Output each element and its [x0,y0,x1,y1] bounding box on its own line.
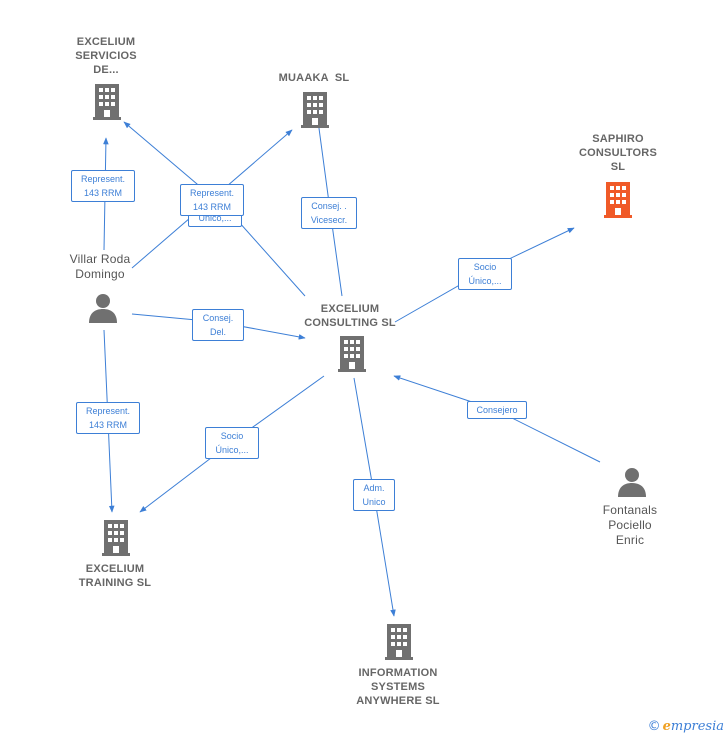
node-label-line: INFORMATION [358,667,438,679]
node-saphiro[interactable]: SAPHIRO CONSULTORS SL [566,132,670,174]
edge-label-line: Consej. [202,313,234,323]
node-label-line: Domingo [75,267,125,281]
building-icon[interactable] [102,520,130,556]
edge-label-line: Vicesecr. [310,215,348,225]
building-icon[interactable] [338,336,366,372]
brand-logo-initial: e [662,719,671,734]
node-label-line: DE... [93,64,119,76]
edge-label-consulting-saphiro[interactable]: Socio Único,... [458,258,512,290]
node-label-line: ANYWHERE SL [356,695,440,707]
person-icon[interactable] [88,293,118,323]
edge-label-villar-consulting[interactable]: Consej. Del. [192,309,244,341]
node-label-line: EXCELIUM [76,36,136,48]
edge-label-line: Socio [220,431,244,441]
node-information-systems[interactable]: INFORMATION SYSTEMS ANYWHERE SL [342,666,454,708]
edge-label-consulting-muaaka[interactable]: Consej. . Vicesecr. [301,197,357,229]
edge-label-line: Socio [473,262,497,272]
node-label-line: TRAINING SL [78,577,152,589]
edge-label-line: Unico [362,497,386,507]
node-excelium-training[interactable]: EXCELIUM TRAINING SL [62,562,168,590]
node-label-line: EXCELIUM [320,303,380,315]
edge-label-line: Represent. [85,406,131,416]
building-icon[interactable] [301,92,329,128]
edge-label-fontanals-consulting[interactable]: Consejero [467,401,527,419]
edge-label-line: Consejero [476,405,518,415]
person-icon[interactable] [617,467,647,497]
edge-label-line: Único,... [468,276,502,286]
edge-fontanals-consulting [393,375,601,463]
building-icon[interactable] [604,182,632,218]
node-label-line: Enric [615,533,645,547]
node-excelium-servicios[interactable]: EXCELIUM SERVICIOS DE... [56,35,156,77]
edge-label-line: 143 RRM [88,420,127,430]
edge-label-villar-servicios[interactable]: Represent. 143 RRM [71,170,135,202]
edge-label-line: 143 RRM [192,202,231,212]
node-label-line: CONSULTORS [579,147,657,159]
edge-label-line: Represent. [80,174,126,184]
node-label-line: SYSTEMS [371,681,425,693]
edge-label-line: Del. [209,327,226,337]
node-label-line: SERVICIOS [75,50,137,62]
copyright-icon: © [647,719,661,734]
edge-label-villar-training[interactable]: Represent. 143 RRM [76,402,140,434]
node-muaaka[interactable]: MUAAKA SL [262,71,366,85]
edge-label-line: 143 RRM [83,188,122,198]
building-icon[interactable] [385,624,413,660]
edge-label-consulting-information[interactable]: Adm. Unico [353,479,395,511]
edge-label-line: Único,... [198,213,232,223]
node-label-line: SL [610,161,626,173]
node-label-line: MUAAKA SL [278,72,350,84]
node-label-line: Fontanals [602,503,658,517]
edge-label-consulting-training[interactable]: Socio Único,... [205,427,259,459]
building-icon[interactable] [93,84,121,120]
node-label-line: SAPHIRO [592,133,644,145]
brand-footer[interactable]: ©empresia [648,719,724,734]
node-label-line: Pociello [608,518,652,532]
edge-label-line: Adm. [363,483,385,493]
node-villar[interactable]: Villar Roda Domingo [52,252,148,282]
node-label-line: Villar Roda [69,252,131,266]
brand-logo-text: mpresia [670,719,724,734]
node-label-line: EXCELIUM [85,563,145,575]
node-label-line: CONSULTING SL [304,317,396,329]
node-excelium-consulting[interactable]: EXCELIUM CONSULTING SL [290,302,410,330]
node-fontanals[interactable]: Fontanals Pociello Enric [582,503,678,548]
edge-label-line: Único,... [215,445,249,455]
edge-label-line: Consej. . [311,201,347,211]
edge-label-villar-muaaka[interactable]: Represent. 143 RRM [180,184,244,216]
edge-label-line: Represent. [189,188,235,198]
